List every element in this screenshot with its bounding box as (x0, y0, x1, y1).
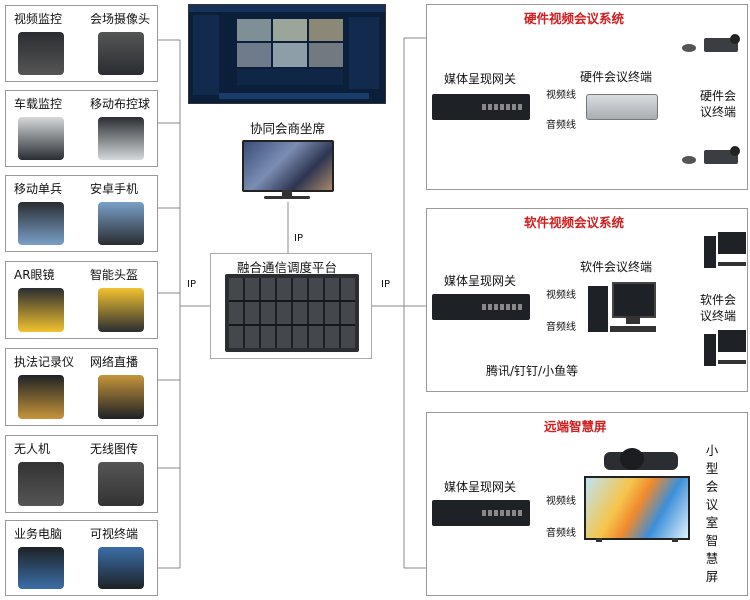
media-gateway-icon (432, 500, 530, 526)
device-box: 执法记录仪 网络直播 (5, 348, 158, 426)
hardware-title: 硬件视频会议系统 (524, 11, 625, 26)
pc-icon (704, 330, 748, 366)
device-label-right: 可视终端 (90, 527, 139, 541)
ip-left-label: IP (187, 279, 196, 290)
software-terminal-label: 软件会议终端 (580, 260, 653, 274)
device-icon (18, 202, 64, 245)
media-gateway-icon (432, 94, 530, 120)
conference-endpoint-icon (682, 146, 742, 170)
cowork-monitor-icon (242, 140, 334, 202)
hardware-video-line: 视频线 (546, 90, 576, 101)
hardware-terminal-label: 硬件会议终端 (580, 70, 653, 84)
server-icon (225, 274, 359, 352)
device-icon (98, 32, 144, 75)
device-icon (98, 462, 144, 506)
pc-icon (704, 232, 748, 268)
ip-right-label: IP (381, 279, 390, 290)
smart-screen-icon (584, 476, 690, 542)
device-icon (98, 547, 144, 589)
media-gateway-icon (432, 294, 530, 320)
hardware-terminal-icon (586, 94, 658, 120)
device-label-right: 移动布控球 (90, 97, 151, 111)
device-icon (18, 462, 64, 506)
device-icon (18, 288, 64, 332)
smart-audio-line: 音频线 (546, 528, 576, 539)
device-icon (18, 117, 64, 160)
device-icon (98, 375, 144, 419)
device-box: 视频监控 会场摄像头 (5, 5, 158, 82)
cowork-seat-label: 协同会商坐席 (250, 121, 326, 136)
software-audio-line: 音频线 (546, 322, 576, 333)
software-video-line: 视频线 (546, 290, 576, 301)
hardware-gateway-label: 媒体呈现网关 (444, 72, 517, 86)
device-label-left: 业务电脑 (14, 527, 63, 541)
device-box: 无人机 无线图传 (5, 435, 158, 513)
platform-box: 融合通信调度平台 (210, 253, 372, 359)
ip-top-label: IP (294, 233, 303, 244)
device-label-left: 视频监控 (14, 12, 63, 26)
software-apps-label: 腾讯/钉钉/小鱼等 (486, 364, 579, 378)
smart-vertical-label: 小型会议室智慧屏 (705, 443, 719, 584)
device-icon (98, 202, 144, 245)
conference-endpoint-icon (682, 34, 742, 58)
device-label-right: 智能头盔 (90, 268, 139, 282)
device-box: 移动单兵 安卓手机 (5, 175, 158, 252)
device-icon (18, 32, 64, 75)
platform-title: 融合通信调度平台 (237, 260, 338, 275)
device-icon (98, 288, 144, 332)
device-label-right: 安卓手机 (90, 182, 139, 196)
software-title: 软件视频会议系统 (524, 215, 625, 230)
device-label-left: 无人机 (14, 442, 51, 456)
smart-gateway-label: 媒体呈现网关 (444, 480, 517, 494)
device-label-right: 会场摄像头 (90, 12, 151, 26)
smart-title: 远端智慧屏 (544, 419, 607, 434)
pc-icon (588, 282, 658, 334)
hardware-remote-label: 硬件会议终端 (700, 89, 737, 119)
device-label-right: 网络直播 (90, 355, 139, 369)
device-label-left: 车载监控 (14, 97, 63, 111)
dispatch-screenshot (188, 4, 386, 104)
device-box: 车载监控 移动布控球 (5, 90, 158, 167)
device-icon (98, 117, 144, 160)
device-box: 业务电脑 可视终端 (5, 520, 158, 596)
device-icon (18, 375, 64, 419)
device-icon (18, 547, 64, 589)
device-label-right: 无线图传 (90, 442, 139, 456)
device-box: AR眼镜 智能头盔 (5, 261, 158, 339)
device-label-left: AR眼镜 (14, 268, 55, 282)
device-label-left: 执法记录仪 (14, 355, 75, 369)
smart-video-line: 视频线 (546, 496, 576, 507)
camera-bar-icon (604, 448, 678, 474)
device-label-left: 移动单兵 (14, 182, 63, 196)
software-remote-label: 软件会议终端 (699, 293, 736, 323)
software-gateway-label: 媒体呈现网关 (444, 274, 517, 288)
hardware-audio-line: 音频线 (546, 120, 576, 131)
